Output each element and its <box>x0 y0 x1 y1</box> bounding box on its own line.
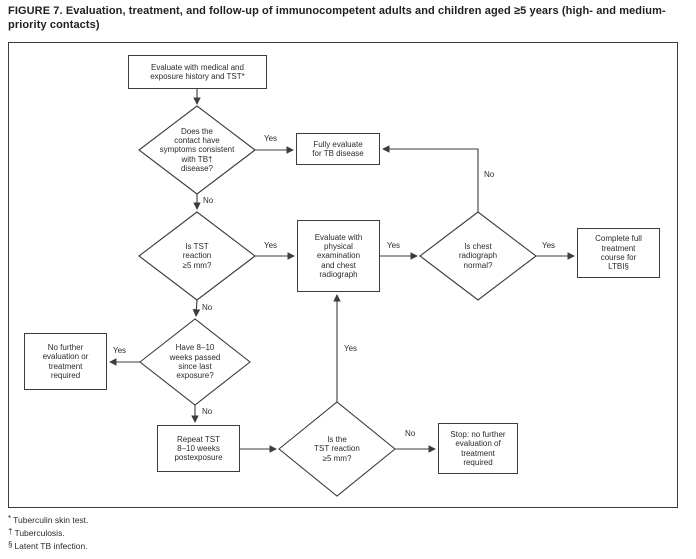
footnote-symbol: * <box>8 514 12 523</box>
edge-label-no: No <box>404 429 417 438</box>
footnote: §Latent TB infection. <box>8 540 88 553</box>
node-complete-treatment: Complete full treatment course for LTBI§ <box>577 228 660 278</box>
edge-label-yes: Yes <box>112 346 128 355</box>
node-physical-exam: Evaluate with physical examination and c… <box>297 220 380 292</box>
figure-border <box>8 42 678 508</box>
edge-label-yes: Yes <box>541 241 557 250</box>
edge-label-yes: Yes <box>263 134 279 143</box>
footnote-symbol: † <box>8 527 13 536</box>
node-repeat-tst: Repeat TST 8–10 weeks postexposure <box>157 425 240 472</box>
edge-label-yes: Yes <box>343 344 359 353</box>
edge-label-no: No <box>483 170 496 179</box>
footnotes: *Tuberculin skin test. †Tuberculosis. §L… <box>8 514 88 553</box>
decision-chest-radiograph: Is chest radiograph normal? <box>458 242 498 270</box>
footnote: †Tuberculosis. <box>8 527 88 540</box>
figure-title: FIGURE 7. Evaluation, treatment, and fol… <box>8 5 666 31</box>
edge-label-no: No <box>201 303 214 312</box>
node-fully-evaluate: Fully evaluate for TB disease <box>296 133 380 165</box>
node-no-further-evaluation: No further evaluation or treatment requi… <box>24 333 107 390</box>
edge-label-no: No <box>202 196 215 205</box>
footnote-symbol: § <box>8 540 13 549</box>
footnote-text: Tuberculin skin test. <box>13 515 89 525</box>
decision-symptoms: Does the contact have symptoms consisten… <box>159 126 235 173</box>
node-stop: Stop: no further evaluation of treatment… <box>438 423 518 474</box>
decision-tst-reaction: Is TST reaction ≥5 mm? <box>182 242 212 270</box>
decision-repeat-tst-reaction: Is the TST reaction ≥5 mm? <box>314 435 360 463</box>
edge-label-yes: Yes <box>263 241 279 250</box>
footnote-text: Tuberculosis. <box>14 528 65 538</box>
decision-weeks-passed: Have 8–10 weeks passed since last exposu… <box>169 343 221 381</box>
edge-label-yes: Yes <box>386 241 402 250</box>
footnote: *Tuberculin skin test. <box>8 514 88 527</box>
footnote-text: Latent TB infection. <box>14 541 88 551</box>
edge-label-no: No <box>201 407 214 416</box>
node-evaluate-history: Evaluate with medical and exposure histo… <box>128 55 267 89</box>
